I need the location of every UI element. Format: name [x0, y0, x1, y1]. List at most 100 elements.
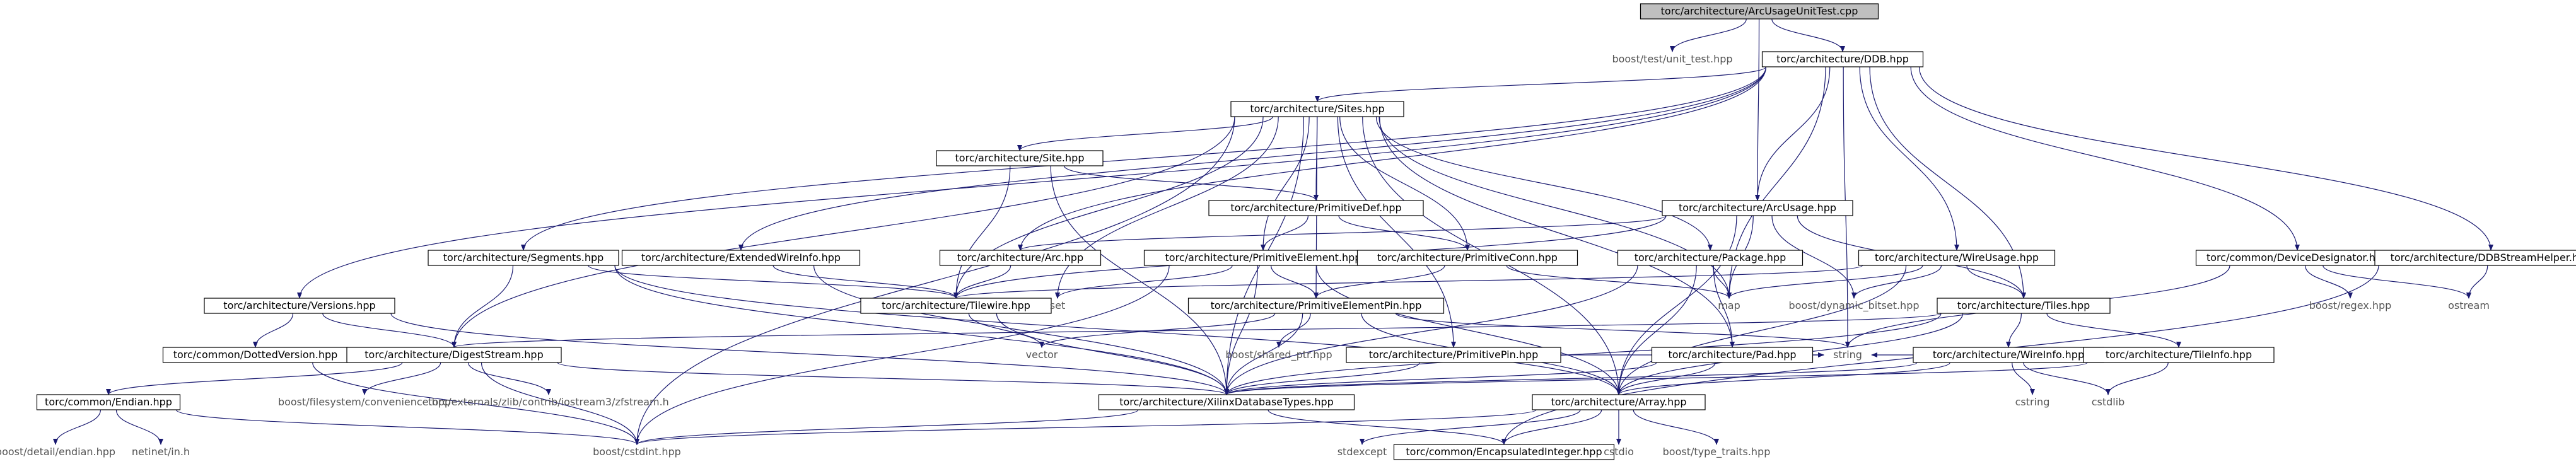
edge-wireusage-to-tilewire: [953, 265, 1863, 299]
node-label: torc/architecture/Segments.hpp: [443, 252, 604, 264]
node-primitivepin[interactable]: torc/architecture/PrimitivePin.hpp: [1346, 347, 1561, 363]
node-array[interactable]: torc/architecture/Array.hpp: [1532, 394, 1706, 410]
node-label: boost/shared_ptr.hpp: [1225, 349, 1332, 361]
node-root[interactable]: torc/architecture/ArcUsageUnitTest.cpp: [1640, 3, 1879, 20]
edge-ddb-to-wireusage: [1859, 66, 1959, 251]
edge-tileinfo-to-cstdlib: [2106, 362, 2169, 395]
node-dottedversion[interactable]: torc/common/DottedVersion.hpp: [162, 347, 349, 363]
node-digeststream[interactable]: torc/architecture/DigestStream.hpp: [346, 347, 562, 363]
node-xilinxdatabasetypes[interactable]: torc/architecture/XilinxDatabaseTypes.hp…: [1098, 394, 1355, 410]
edge-ddb-to-arcusage: [1755, 66, 1831, 201]
node-label: torc/architecture/XilinxDatabaseTypes.hp…: [1119, 396, 1334, 408]
node-label: ostream: [2448, 299, 2490, 311]
node-convenience: boost/filesystem/convenience.hpp: [278, 396, 451, 408]
node-site[interactable]: torc/architecture/Site.hpp: [936, 150, 1104, 166]
edge-primitiveelement-to-primitiveelementpin: [1271, 265, 1319, 299]
edge-digeststream-to-xilinxdatabasetypes: [557, 362, 1229, 395]
node-primitiveelementpin[interactable]: torc/architecture/PrimitiveElementPin.hp…: [1187, 298, 1445, 314]
node-arcusage[interactable]: torc/architecture/ArcUsage.hpp: [1662, 200, 1853, 216]
edge-primitivepin-to-xilinxdatabasetypes: [1224, 362, 1420, 395]
edge-ddb-to-ddbstreamhelper: [1918, 66, 2493, 251]
node-ddb[interactable]: torc/architecture/DDB.hpp: [1761, 51, 1924, 67]
node-label: torc/architecture/TileInfo.hpp: [2106, 349, 2252, 361]
node-tileinfo[interactable]: torc/architecture/TileInfo.hpp: [2083, 347, 2275, 363]
edge-digeststream-to-zfstream: [467, 362, 551, 395]
node-box: [936, 150, 1104, 166]
node-label: torc/common/DeviceDesignator.hpp: [2206, 252, 2388, 264]
edge-wireinfo-to-cstring: [2012, 362, 2035, 395]
node-ddbstreamhelper[interactable]: torc/architecture/DDBStreamHelper.hpp: [2374, 250, 2576, 266]
edge-wireinfo-to-xilinxdatabasetypes: [1224, 362, 1918, 395]
edge-sites-to-cstdint: [634, 116, 1235, 445]
node-box: [1346, 347, 1561, 363]
edge-devicedesignator-to-ostream: [2322, 265, 2471, 299]
node-versions[interactable]: torc/architecture/Versions.hpp: [204, 298, 395, 314]
node-box: [1187, 298, 1445, 314]
edge-ddb-to-versions: [297, 66, 1767, 299]
node-primitiveelement[interactable]: torc/architecture/PrimitiveElement.hpp: [1143, 250, 1383, 266]
node-type-traits: boost/type_traits.hpp: [1663, 446, 1771, 458]
node-tiles[interactable]: torc/architecture/Tiles.hpp: [1937, 298, 2111, 314]
node-arc[interactable]: torc/architecture/Arc.hpp: [939, 250, 1102, 266]
node-label: torc/architecture/Tilewire.hpp: [882, 299, 1030, 311]
edge-dottedversion-to-cstdint: [312, 362, 639, 445]
node-pad[interactable]: torc/architecture/Pad.hpp: [1651, 347, 1814, 363]
node-label: torc/architecture/Arc.hpp: [957, 252, 1083, 264]
edge-package-to-xilinxdatabasetypes: [1224, 265, 1638, 395]
node-label: boost/cstdint.hpp: [593, 446, 681, 458]
node-box: [1393, 444, 1615, 460]
node-devicedesignator[interactable]: torc/common/DeviceDesignator.hpp: [2195, 250, 2399, 266]
node-label: torc/architecture/Array.hpp: [1551, 396, 1686, 408]
edge-arcusage-to-arc: [1018, 215, 1667, 251]
edge-arcusage-to-array: [1616, 215, 1737, 395]
node-label: vector: [1026, 349, 1058, 361]
node-label: string: [1833, 349, 1862, 361]
node-zfstream: torc/externals/zlib/contrib/iostream3/zf…: [428, 396, 669, 408]
edge-tiles-to-wireinfo: [2006, 313, 2022, 348]
edge-tiles-to-tileinfo: [2046, 313, 2181, 348]
edge-ddb-to-arc: [1018, 66, 1767, 251]
edge-site-to-xilinxdatabasetypes: [1050, 165, 1229, 395]
node-segments[interactable]: torc/architecture/Segments.hpp: [428, 250, 619, 266]
edge-array-to-stdexcept: [1360, 409, 1581, 445]
edge-wireinfo-to-cstdlib: [2023, 362, 2111, 395]
node-label: boost/regex.hpp: [2309, 299, 2392, 311]
node-wireusage[interactable]: torc/architecture/WireUsage.hpp: [1858, 250, 2056, 266]
edge-segments-to-array: [614, 265, 1621, 395]
node-endian[interactable]: torc/common/Endian.hpp: [36, 394, 181, 410]
node-tilewire[interactable]: torc/architecture/Tilewire.hpp: [860, 298, 1052, 314]
node-package[interactable]: torc/architecture/Package.hpp: [1617, 250, 1804, 266]
node-primitivedef[interactable]: torc/architecture/PrimitiveDef.hpp: [1208, 200, 1424, 216]
node-label: torc/architecture/WireInfo.hpp: [1933, 349, 2084, 361]
edge-digeststream-to-cstdint: [481, 362, 639, 445]
node-box: [1640, 3, 1879, 20]
edge-wireusage-to-tiles: [1966, 265, 2026, 299]
node-box: [860, 298, 1052, 314]
node-label: torc/architecture/PrimitiveConn.hpp: [1377, 252, 1558, 264]
node-label: torc/architecture/PrimitiveElement.hpp: [1165, 252, 1361, 264]
edge-sites-to-digeststream: [452, 116, 1235, 348]
node-label: torc/externals/zlib/contrib/iostream3/zf…: [428, 396, 669, 408]
node-wireinfo[interactable]: torc/architecture/WireInfo.hpp: [1913, 347, 2104, 363]
node-label: netinet/in.h: [132, 446, 190, 458]
node-box: [1617, 250, 1804, 266]
node-label: set: [1050, 299, 1065, 311]
node-primitiveconn[interactable]: torc/architecture/PrimitiveConn.hpp: [1356, 250, 1578, 266]
edge-extendedwireinfo-to-xilinxdatabasetypes: [813, 265, 1229, 395]
edge-tiles-to-digeststream: [452, 313, 1942, 348]
node-ostream: ostream: [2448, 299, 2490, 311]
edge-array-to-cstdint: [634, 409, 1537, 445]
node-encapsulatedinteger[interactable]: torc/common/EncapsulatedInteger.hpp: [1393, 444, 1615, 460]
edge-sites-to-package: [1375, 116, 1713, 251]
node-sites[interactable]: torc/architecture/Sites.hpp: [1230, 101, 1404, 117]
node-extendedwireinfo[interactable]: torc/architecture/ExtendedWireInfo.hpp: [621, 250, 861, 266]
edge-primitiveelementpin-to-shared_ptr: [1276, 313, 1311, 348]
edge-primitiveconn-to-primitiveelementpin: [1314, 265, 1445, 299]
dependency-nodes: torc/architecture/ArcUsageUnitTest.cpp bo…: [0, 3, 2576, 460]
edge-primitiveelement-to-cstdint: [634, 265, 1170, 445]
edge-wireinfo-to-array: [1616, 362, 1950, 395]
node-endian: boost/detail/endian.hpp: [0, 446, 115, 458]
node-cstdint: boost/cstdint.hpp: [593, 446, 681, 458]
edge-primitivedef-to-primitiveconn: [1338, 215, 1470, 251]
